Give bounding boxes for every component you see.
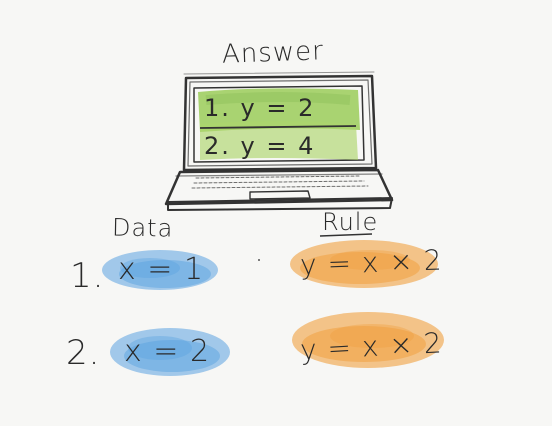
screen-highlight <box>198 88 360 160</box>
screen-divider <box>199 125 357 129</box>
rule-label: Rule <box>322 208 379 236</box>
answer-title: Answer <box>221 36 325 70</box>
row-number-2: 2. <box>66 333 101 373</box>
answer-line-2: 2. y = 4 <box>204 132 316 160</box>
rule-highlight-2 <box>292 312 444 368</box>
data-highlight-2 <box>110 328 230 376</box>
laptop-icon <box>164 71 394 211</box>
stray-dot <box>258 259 260 261</box>
rule-value-1: y = x × 2 <box>299 243 444 282</box>
row-number-1: 1. <box>70 256 105 296</box>
rule-underline <box>319 233 373 237</box>
data-value-1: x = 1 <box>118 252 205 287</box>
answer-line-1: 1. y = 2 <box>204 94 316 122</box>
rule-highlight-1 <box>290 240 438 288</box>
data-value-2: x = 2 <box>124 334 211 369</box>
data-label: Data <box>111 213 174 243</box>
data-highlight-1 <box>102 250 218 290</box>
